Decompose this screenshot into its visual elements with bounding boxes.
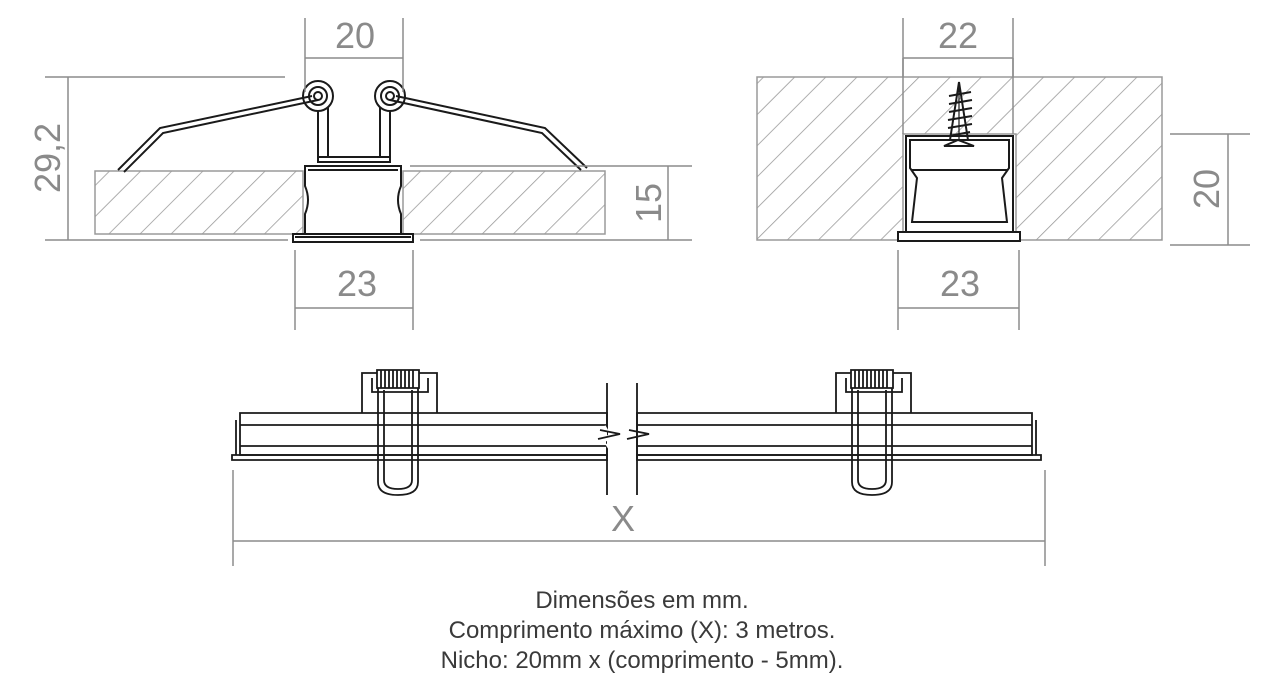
- left-bottom-width-label: 23: [337, 263, 377, 304]
- right-profile: [897, 81, 1021, 242]
- left-panel-right: [402, 170, 606, 235]
- caption-block: Dimensões em mm. Comprimento máximo (X):…: [0, 586, 1284, 676]
- caption-niche: Nicho: 20mm x (comprimento - 5mm).: [440, 647, 844, 674]
- length-x-label: X: [611, 498, 635, 539]
- length-dimension: [232, 470, 1046, 566]
- right-spring-clip: [835, 369, 912, 496]
- length-view: [231, 369, 1042, 496]
- caption-max-length: Comprimento máximo (X): 3 metros.: [448, 617, 836, 644]
- profile-right-segment: [636, 412, 1042, 461]
- left-spring-clip: [361, 369, 438, 496]
- left-total-height-label: 29,2: [27, 123, 68, 193]
- left-profile: [117, 80, 588, 243]
- right-bottom-width-label: 23: [940, 263, 980, 304]
- length-break-symbol: [584, 383, 650, 495]
- right-top-width-label: 22: [938, 15, 978, 56]
- right-dimension-lines: [897, 18, 1250, 330]
- left-panel-left: [94, 170, 304, 235]
- right-section-view: 22 20 23: [756, 15, 1250, 330]
- left-top-width-label: 20: [335, 15, 375, 56]
- right-panel: [756, 76, 1163, 241]
- right-niche-depth-label: 20: [1186, 169, 1227, 209]
- profile-left-segment: [231, 412, 608, 461]
- caption-units: Dimensões em mm.: [535, 587, 749, 614]
- left-section-view: 20 29,2 15 23: [27, 15, 692, 330]
- left-panel-thickness-label: 15: [628, 183, 669, 223]
- left-dimension-lines: [45, 18, 692, 330]
